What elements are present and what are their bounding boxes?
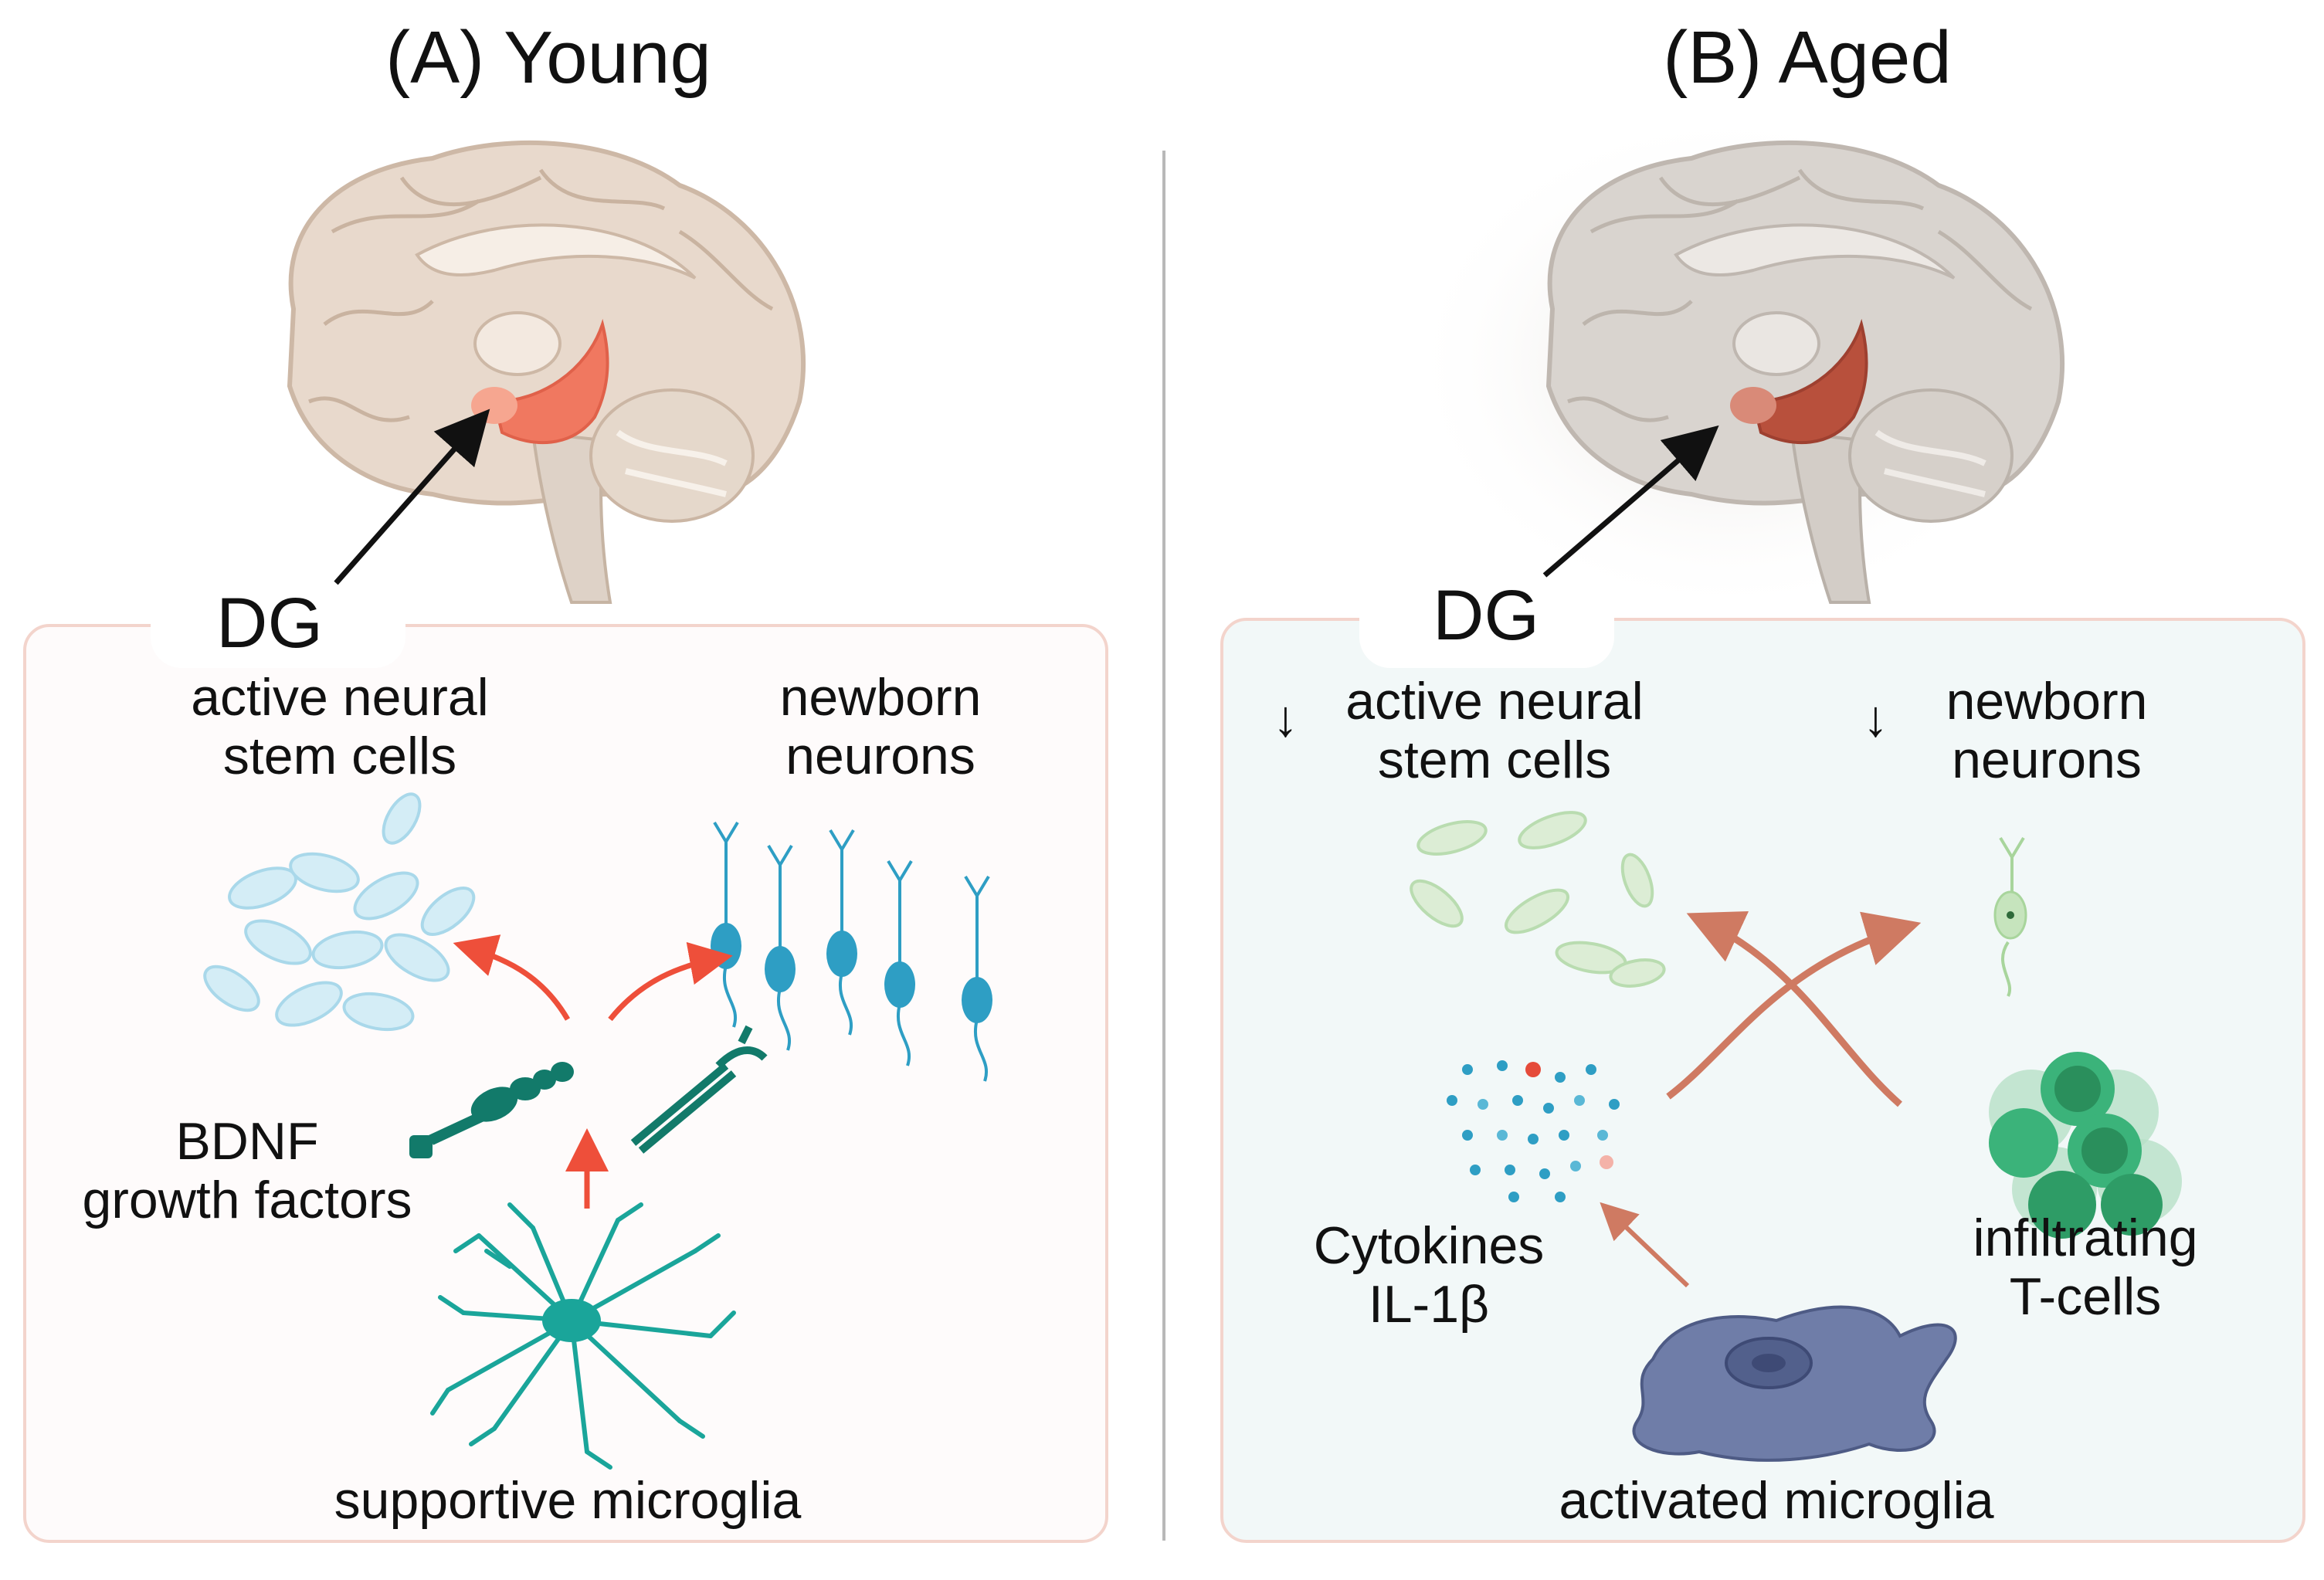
young-brain [287, 140, 806, 604]
young-stem-cells [203, 792, 476, 1032]
dg-label-a: DG [216, 584, 323, 663]
panel-a-box [23, 624, 1108, 1543]
arrow-microglia-cytokines [1600, 1202, 1690, 1288]
supportive-microglia [430, 1202, 736, 1470]
dg-label-b: DG [1433, 576, 1539, 655]
cytokine-dots [1447, 1060, 1620, 1202]
bdnf-molecule [409, 1062, 574, 1158]
t-cells [1989, 1052, 2182, 1239]
activated-microglia-label: activated microglia [1559, 1471, 1994, 1530]
growth-factor-receptor [630, 1025, 768, 1154]
supportive-microglia-label: supportive microglia [334, 1471, 802, 1530]
microglia-soma-young [542, 1299, 601, 1342]
young-neurons [711, 821, 992, 1082]
aged-brain [1542, 140, 2065, 604]
down-arrow-neurons: ↓ [1863, 690, 1888, 747]
aged-stem-cells [1410, 811, 1666, 988]
dg-tab-b [1359, 571, 1614, 668]
panel-divider [1162, 151, 1165, 1541]
aged-neuron [1993, 836, 2027, 997]
panel-a-title: (A) Young [385, 16, 711, 99]
down-arrow-stem: ↓ [1273, 690, 1298, 747]
activated-microglia [1632, 1305, 1957, 1462]
panel-b-title: (B) Aged [1663, 16, 1952, 99]
dg-tab-a [151, 579, 405, 668]
